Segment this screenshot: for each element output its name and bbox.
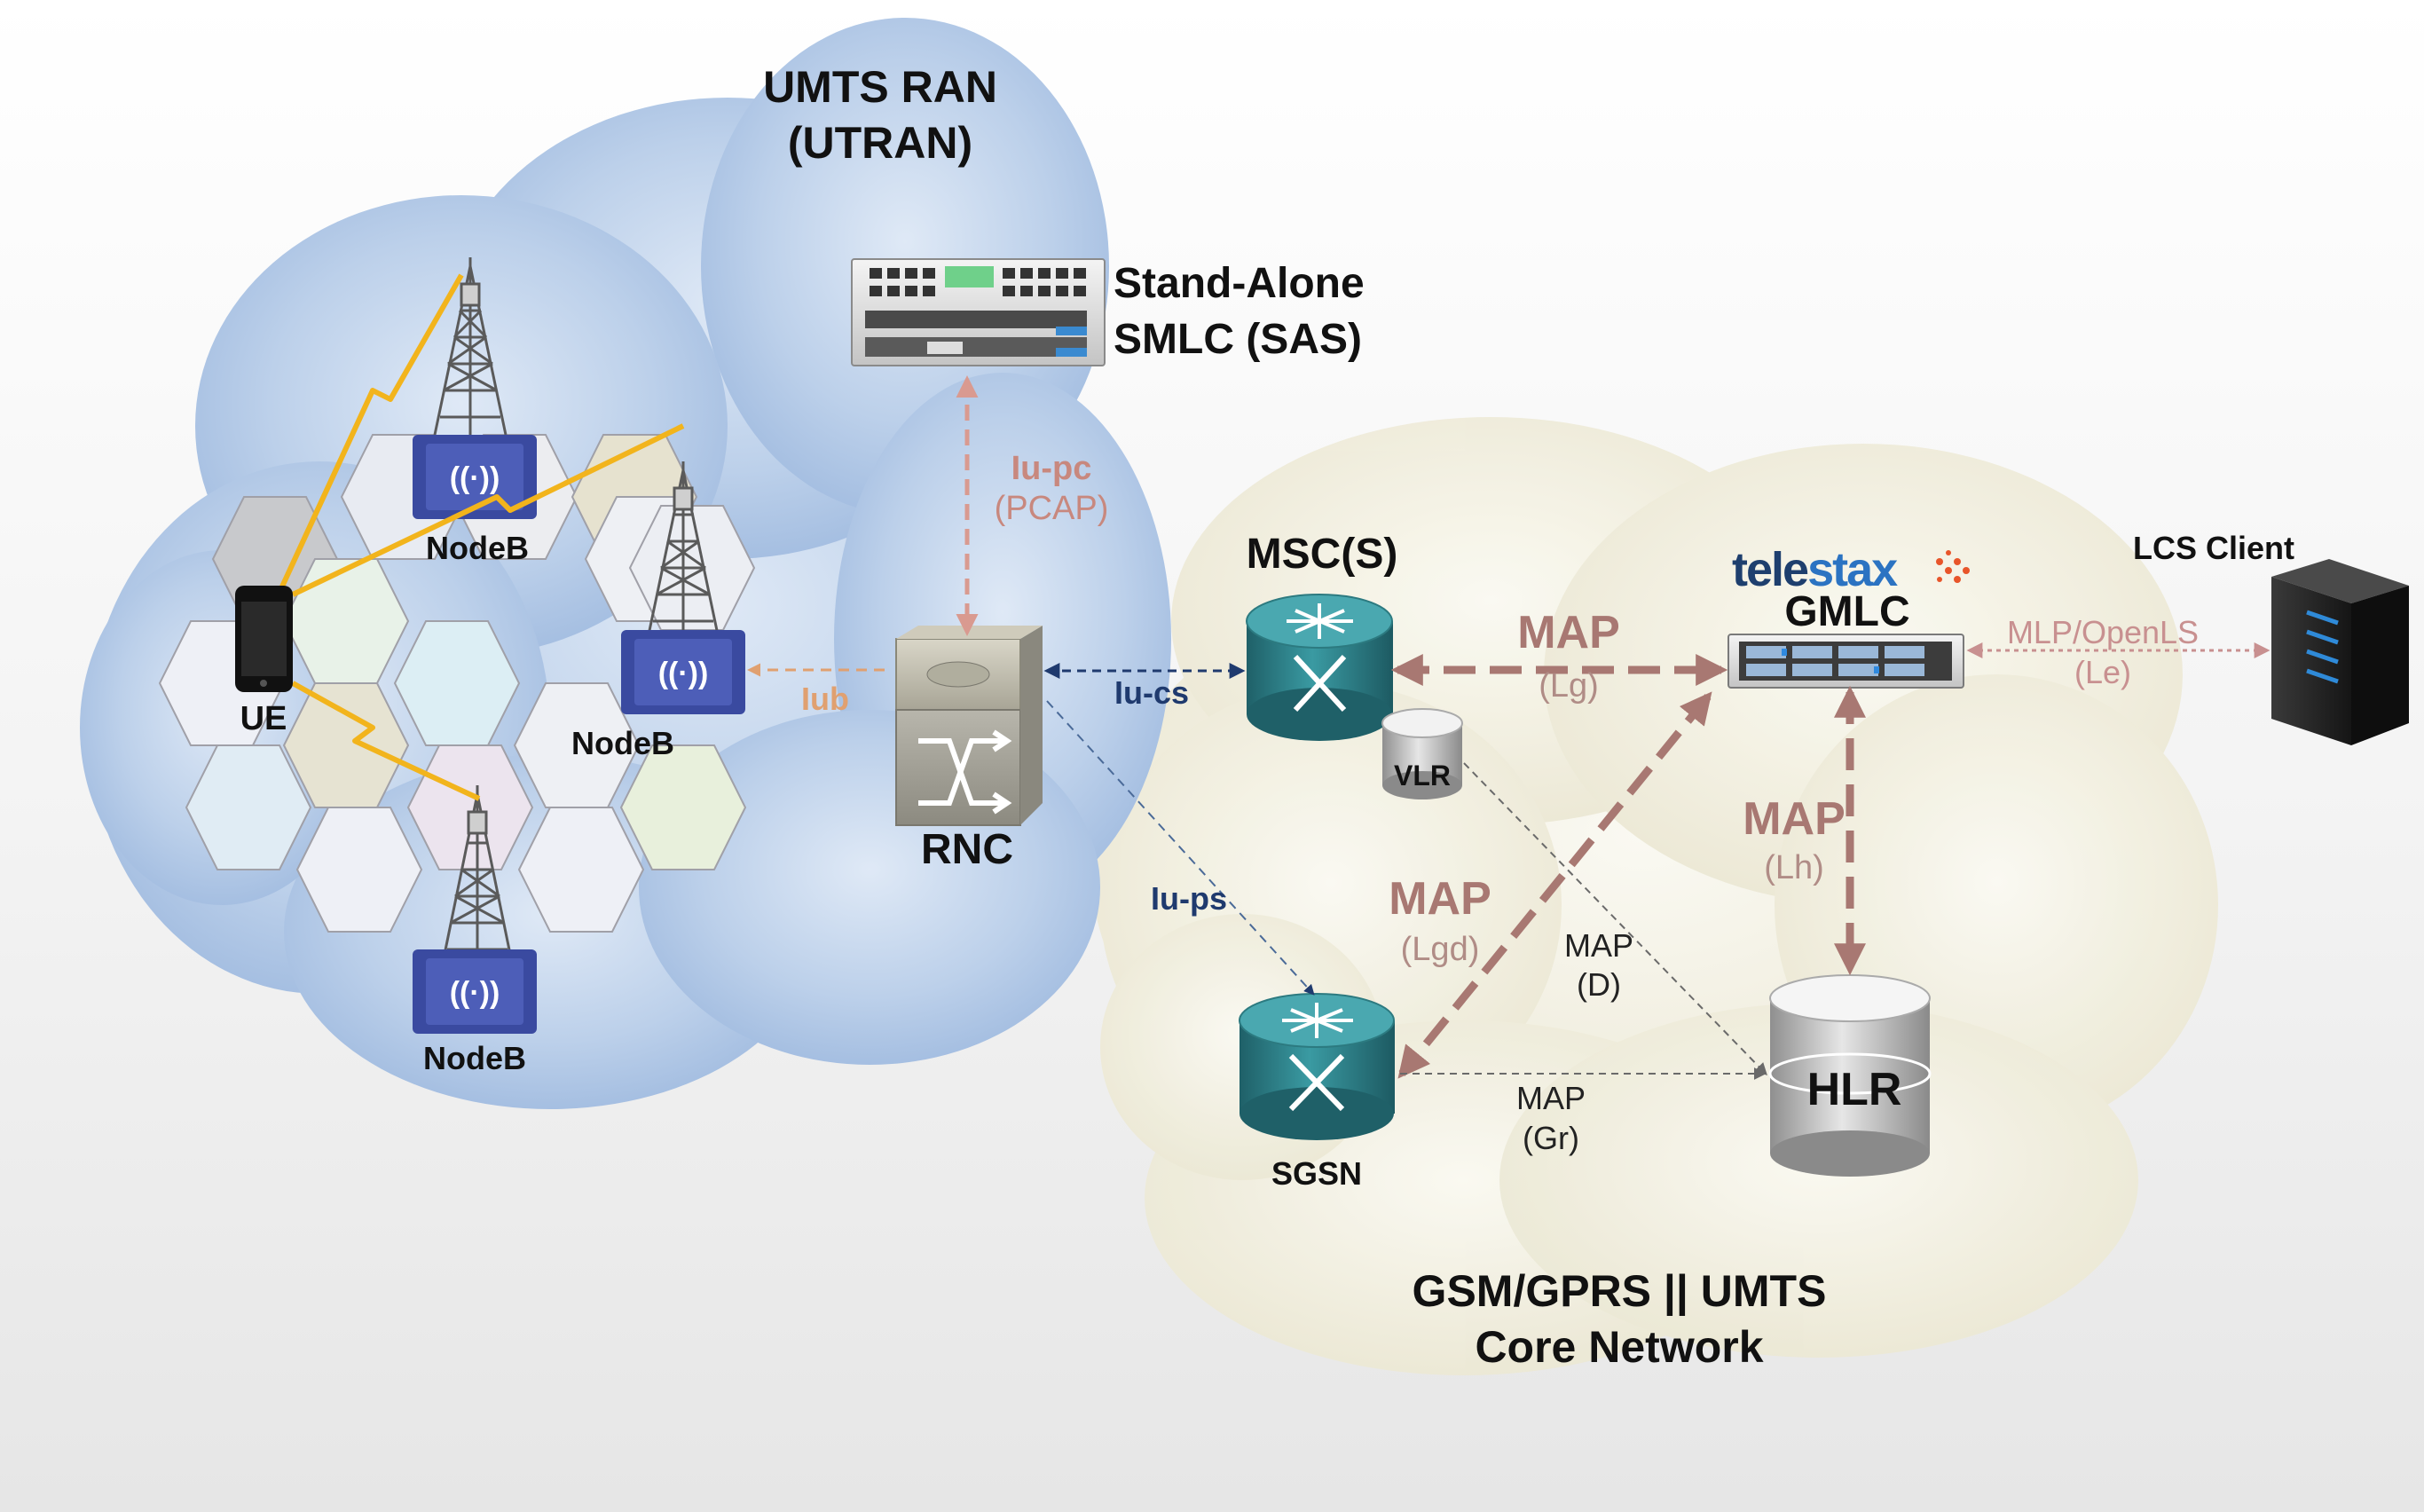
ran-title-line2: (UTRAN)	[788, 118, 972, 168]
svg-text:((·)): ((·))	[450, 461, 500, 495]
hex-cell	[406, 744, 534, 870]
iupc-proto-label: (PCAP)	[995, 490, 1109, 527]
rnc-device	[895, 626, 1043, 826]
lg-map-label: MAP	[1517, 607, 1620, 658]
sas-label-line1: Stand-Alone	[1114, 260, 1365, 307]
radio-lightning	[264, 273, 685, 801]
gmlc-server	[1727, 634, 1964, 689]
iucs-label: Iu-cs	[1114, 674, 1189, 711]
msc-label: MSC(S)	[1247, 531, 1398, 578]
iups-link	[1046, 700, 1315, 996]
lcs-client-label: LCS Client	[2133, 530, 2294, 566]
lcs-client-server	[2271, 559, 2409, 745]
iups-label: Iu-ps	[1151, 880, 1227, 917]
hlr-label: HLR	[1807, 1064, 1902, 1115]
tower-right	[646, 461, 720, 640]
nodeb-top-label: NodeB	[426, 530, 529, 566]
lgd-link	[1397, 691, 1712, 1079]
lgd-name-label: (Lgd)	[1401, 931, 1480, 968]
core-title-line1: GSM/GPRS || UMTS	[1413, 1266, 1827, 1317]
nodeb-box-right: ((·))	[621, 630, 745, 714]
ue-label: UE	[240, 700, 287, 737]
vlr-label: VLR	[1394, 760, 1451, 791]
tower-bottom	[440, 785, 515, 968]
svg-text:((·)): ((·))	[450, 976, 500, 1010]
le-name-label: (Le)	[2074, 654, 2131, 690]
d-name-label: (D)	[1577, 966, 1621, 1003]
gmlc-label: GMLC	[1784, 588, 1909, 635]
telestax-logo: telestax	[1732, 543, 1970, 596]
d-map-label: MAP	[1564, 927, 1633, 964]
hlr-db	[1768, 974, 1932, 1177]
svg-text:telestax: telestax	[1732, 543, 1898, 596]
gr-name-label: (Gr)	[1523, 1120, 1579, 1156]
sgsn-router	[1239, 993, 1395, 1140]
ue-phone	[235, 586, 293, 692]
iupc-label: Iu-pc	[1011, 450, 1092, 487]
lh-name-label: (Lh)	[1764, 849, 1824, 886]
lg-name-label: (Lg)	[1539, 667, 1599, 705]
nodeb-right-label: NodeB	[571, 725, 674, 761]
svg-text:((·)): ((·))	[658, 657, 709, 690]
le-proto-label: MLP/OpenLS	[2007, 614, 2199, 650]
hex-cell	[295, 807, 423, 933]
msc-router	[1246, 594, 1393, 741]
sgsn-label: SGSN	[1271, 1155, 1362, 1192]
sas-label-line2: SMLC (SAS)	[1114, 316, 1362, 363]
hex-cell	[517, 807, 645, 933]
hex-cell	[185, 744, 312, 870]
ran-title-line1: UMTS RAN	[763, 62, 997, 112]
lh-map-label: MAP	[1743, 793, 1846, 845]
rnc-label: RNC	[921, 826, 1013, 873]
iub-label: Iub	[801, 681, 849, 717]
hex-cell	[619, 744, 747, 870]
sas-server	[851, 258, 1106, 366]
tower-top	[433, 257, 508, 436]
nodeb-box-top: ((·))	[413, 435, 537, 519]
gr-map-label: MAP	[1516, 1080, 1586, 1116]
core-title-line2: Core Network	[1475, 1322, 1763, 1372]
nodeb-box-bottom: ((·))	[413, 949, 537, 1034]
nodeb-bottom-label: NodeB	[423, 1040, 526, 1076]
lgd-map-label: MAP	[1389, 873, 1491, 925]
d-link	[1463, 762, 1767, 1076]
